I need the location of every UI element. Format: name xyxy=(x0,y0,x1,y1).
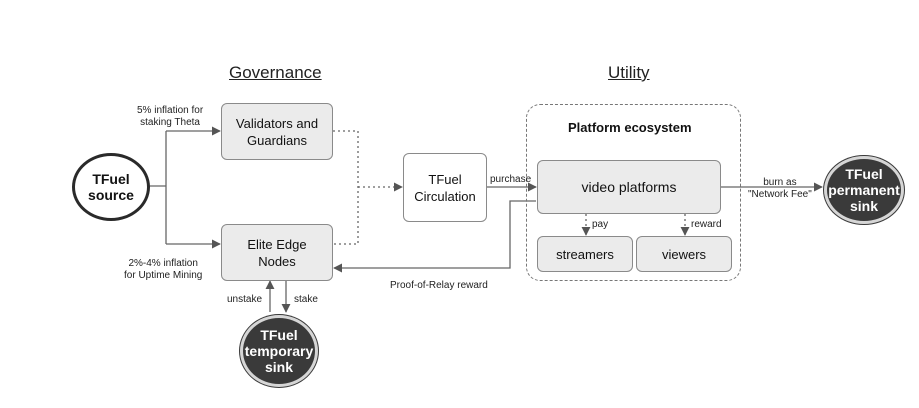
label-burn-network-fee: burn as "Network Fee" xyxy=(748,177,812,200)
label-purchase: purchase xyxy=(490,174,532,185)
viewers-node: viewers xyxy=(636,236,732,272)
edge-proof-of-relay xyxy=(333,200,536,273)
label-proof-of-relay-reward: Proof-of-Relay reward xyxy=(390,280,488,291)
tfuel-permanent-sink-node: TFuel permanent sink xyxy=(824,156,904,224)
utility-heading: Utility xyxy=(608,63,650,82)
tfuel-temporary-sink-node: TFuel temporary sink xyxy=(240,315,318,387)
elite-edge-nodes-node: Elite Edge Nodes xyxy=(221,224,333,281)
tfuel-source-node: TFuel source xyxy=(72,153,150,221)
label-unstake: unstake xyxy=(227,294,263,305)
label-reward: reward xyxy=(691,219,722,230)
platform-ecosystem-title: Platform ecosystem xyxy=(568,120,692,135)
label-pay: pay xyxy=(592,219,609,230)
validators-guardians-node: Validators and Guardians xyxy=(221,103,333,160)
label-stake: stake xyxy=(294,294,318,305)
governance-heading: Governance xyxy=(229,63,322,82)
streamers-node: streamers xyxy=(537,236,633,272)
label-inflation-staking: 5% inflation for staking Theta xyxy=(137,105,204,128)
video-platforms-node: video platforms xyxy=(537,160,721,214)
edge-validators-dotted xyxy=(333,130,359,245)
platform-ecosystem-group xyxy=(526,104,741,281)
tfuel-circulation-node: TFuel Circulation xyxy=(403,153,487,222)
label-inflation-uptime: 2%-4% inflation for Uptime Mining xyxy=(124,258,203,281)
